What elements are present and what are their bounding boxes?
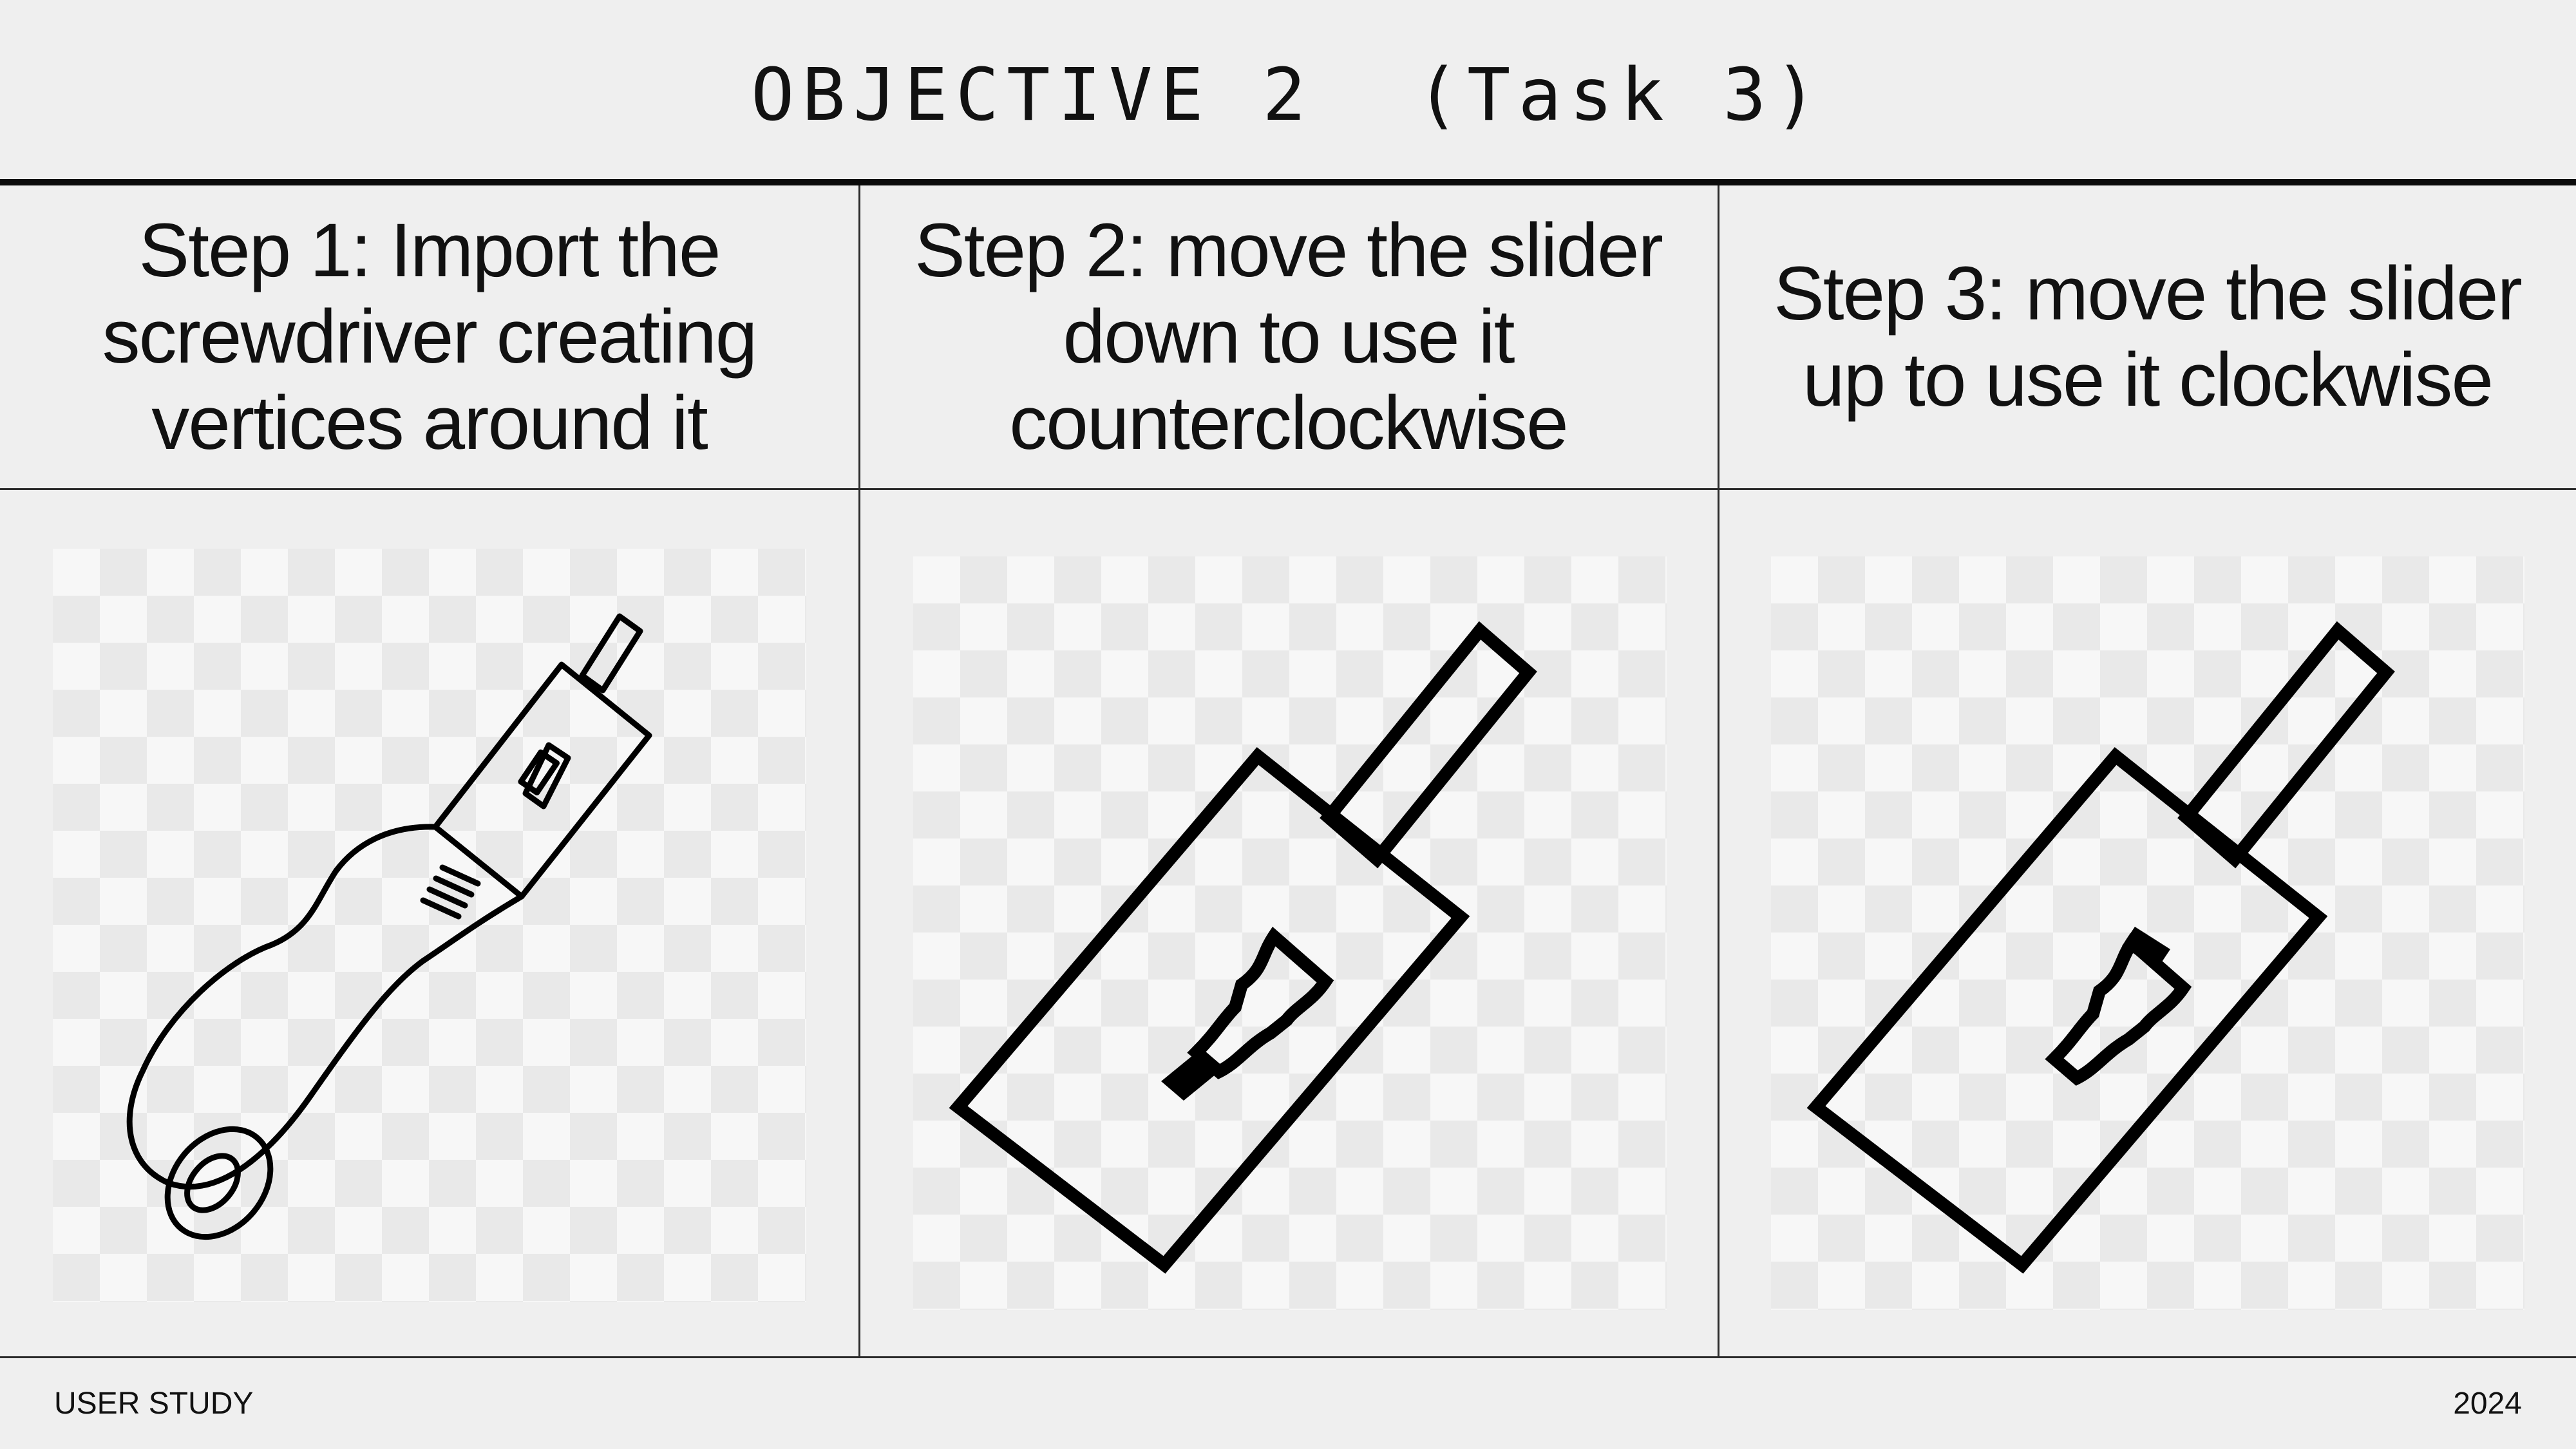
slider-down-icon [949,621,1537,1274]
column-divider-1 [858,185,860,1358]
page-title: OBJECTIVE 2 (Task 3) [750,53,1826,137]
column-divider-2 [1718,185,1719,1358]
step-2-caption: Step 2: move the slider down to use it c… [914,208,1663,466]
footer-year: 2024 [2453,1387,2522,1421]
step-3-caption: Step 3: move the slider up to use it clo… [1774,251,2523,422]
slider-up-icon [1806,621,2395,1274]
step-1-image [53,549,806,1302]
footer-divider [0,1356,2576,1358]
step-1-caption: Step 1: Import the screwdriver creating … [102,208,758,466]
step-3-image [1771,556,2524,1310]
caption-divider [0,488,2576,490]
step-2-image [913,556,1667,1310]
header-divider [0,179,2576,185]
screwdriver-icon [126,613,652,1240]
footer-label: USER STUDY [54,1387,254,1421]
